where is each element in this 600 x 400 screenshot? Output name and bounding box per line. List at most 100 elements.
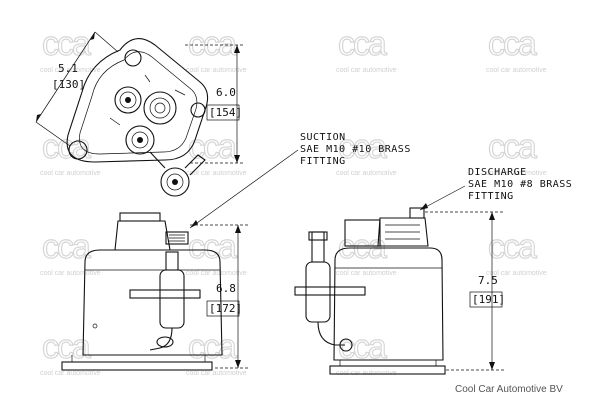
- side-base-plate: [329, 365, 446, 375]
- svg-text:cca: cca: [488, 128, 537, 166]
- front-height-mm: [172]: [209, 302, 242, 315]
- discharge-label-2: SAE M10 #8 BRASS: [468, 179, 572, 190]
- suction-label-3: FITTING: [300, 156, 346, 167]
- side-head-block: [344, 219, 381, 247]
- suction-fitting: [165, 231, 189, 245]
- height-dim-value: 6.0: [216, 86, 236, 99]
- side-accumulator-neck: [311, 231, 325, 263]
- svg-text:cool car automotive: cool car automotive: [336, 67, 397, 74]
- side-height-mm-box: [469, 291, 503, 308]
- mounting-plate-outline: [66, 38, 209, 163]
- discharge-leader: [419, 185, 466, 211]
- discharge-block-lines: [385, 224, 420, 240]
- mounting-plate-inner: [79, 51, 198, 155]
- svg-text:cca: cca: [42, 328, 91, 366]
- svg-text:cca: cca: [188, 25, 237, 63]
- svg-text:cool car automotive: cool car automotive: [486, 67, 547, 74]
- side-height-mm: [191]: [472, 293, 505, 306]
- top-cap: [119, 212, 161, 222]
- height-dim-mm: [154]: [209, 106, 242, 119]
- discharge-label-1: DISCHARGE: [468, 167, 527, 178]
- watermark: cca cool car automotive: [486, 24, 547, 74]
- suction-callout: SUCTION SAE M10 #10 BRASS FITTING: [189, 132, 411, 229]
- svg-text:cca: cca: [488, 25, 537, 63]
- mounting-hole: [124, 49, 142, 67]
- front-view: 6.8 [172]: [61, 212, 250, 371]
- accumulator-neck: [165, 251, 179, 271]
- svg-text:cca: cca: [42, 25, 91, 63]
- svg-text:cool car automotive: cool car automotive: [336, 170, 397, 177]
- side-accumulator: [305, 261, 331, 323]
- pipe-elbow: [156, 336, 174, 348]
- lower-pulley-center: [172, 179, 178, 185]
- mounting-hole: [190, 102, 206, 118]
- side-pipe-elbow: [339, 338, 353, 352]
- svg-text:cool car automotive: cool car automotive: [186, 370, 247, 377]
- side-suction-cap: [308, 231, 328, 241]
- svg-text:cool car automotive: cool car automotive: [186, 170, 247, 177]
- watermark-layer: cca cool car automotive cca cool car autom…: [40, 24, 547, 377]
- accumulator-pipe: [149, 327, 173, 351]
- head-block: [114, 220, 171, 251]
- svg-text:cool car automotive: cool car automotive: [336, 270, 397, 277]
- svg-text:cool car automotive: cool car automotive: [486, 170, 547, 177]
- suction-leader: [189, 149, 299, 229]
- suction-label-2: SAE M10 #10 BRASS: [300, 144, 411, 155]
- lower-pulley: [160, 167, 190, 197]
- idler-pulley: [125, 125, 155, 155]
- watermark: cca cool car automotive: [186, 227, 247, 277]
- svg-text:cca: cca: [188, 128, 237, 166]
- side-height-value: 7.5: [478, 274, 498, 287]
- svg-text:cool car automotive: cool car automotive: [40, 370, 101, 377]
- svg-text:cca: cca: [188, 228, 237, 266]
- svg-text:cool car automotive: cool car automotive: [40, 67, 101, 74]
- clutch-ring: [149, 97, 171, 119]
- lower-pulley-ring: [166, 173, 184, 191]
- svg-text:cca: cca: [338, 25, 387, 63]
- pulley-hub: [119, 91, 137, 109]
- accumulator: [159, 269, 185, 329]
- width-dim-mm: [130]: [52, 78, 85, 91]
- mounting-hole: [68, 140, 88, 160]
- watermark: cca cool car automotive: [486, 227, 547, 277]
- height-dimension: 6.0 [154]: [185, 44, 245, 164]
- svg-text:cool car automotive: cool car automotive: [486, 270, 547, 277]
- body-bolt: [92, 323, 98, 329]
- watermark: cca cool car automotive: [40, 327, 101, 377]
- svg-text:cool car automotive: cool car automotive: [186, 270, 247, 277]
- front-height-mm-box: [206, 300, 240, 317]
- svg-text:cca: cca: [338, 128, 387, 166]
- discharge-label-3: FITTING: [468, 191, 514, 202]
- discharge-callout: DISCHARGE SAE M10 #8 BRASS FITTING: [419, 167, 572, 211]
- idler-center: [137, 137, 143, 143]
- watermark: cca cool car automotive: [336, 24, 397, 74]
- credit-text: Cool Car Automotive BV: [455, 384, 563, 395]
- discharge-fitting: [409, 207, 425, 219]
- front-height-value: 6.8: [216, 282, 236, 295]
- pulley-center: [125, 97, 131, 103]
- watermark: cca cool car automotive: [336, 227, 397, 277]
- width-dimension: 5.1 [130]: [35, 31, 119, 147]
- suction-label-1: SUCTION: [300, 132, 346, 143]
- base-plate: [61, 361, 213, 371]
- svg-text:cca: cca: [338, 228, 387, 266]
- svg-text:cca: cca: [42, 228, 91, 266]
- height-dim-mm-box: [206, 104, 240, 121]
- suction-arrow: [190, 220, 198, 228]
- side-pipe: [317, 321, 345, 346]
- width-dim-value: 5.1: [58, 62, 78, 75]
- accumulator-strap: [129, 289, 201, 299]
- watermark: cca cool car automotive: [486, 127, 547, 177]
- suction-fitting-threads: [169, 234, 185, 242]
- bracket-lines: [149, 151, 206, 176]
- watermark: cca cool car automotive: [40, 24, 101, 74]
- side-view: 7.5 [191]: [294, 207, 505, 375]
- svg-text:cca: cca: [488, 228, 537, 266]
- watermark: cca cool car automotive: [336, 127, 397, 177]
- pulley: [114, 86, 142, 114]
